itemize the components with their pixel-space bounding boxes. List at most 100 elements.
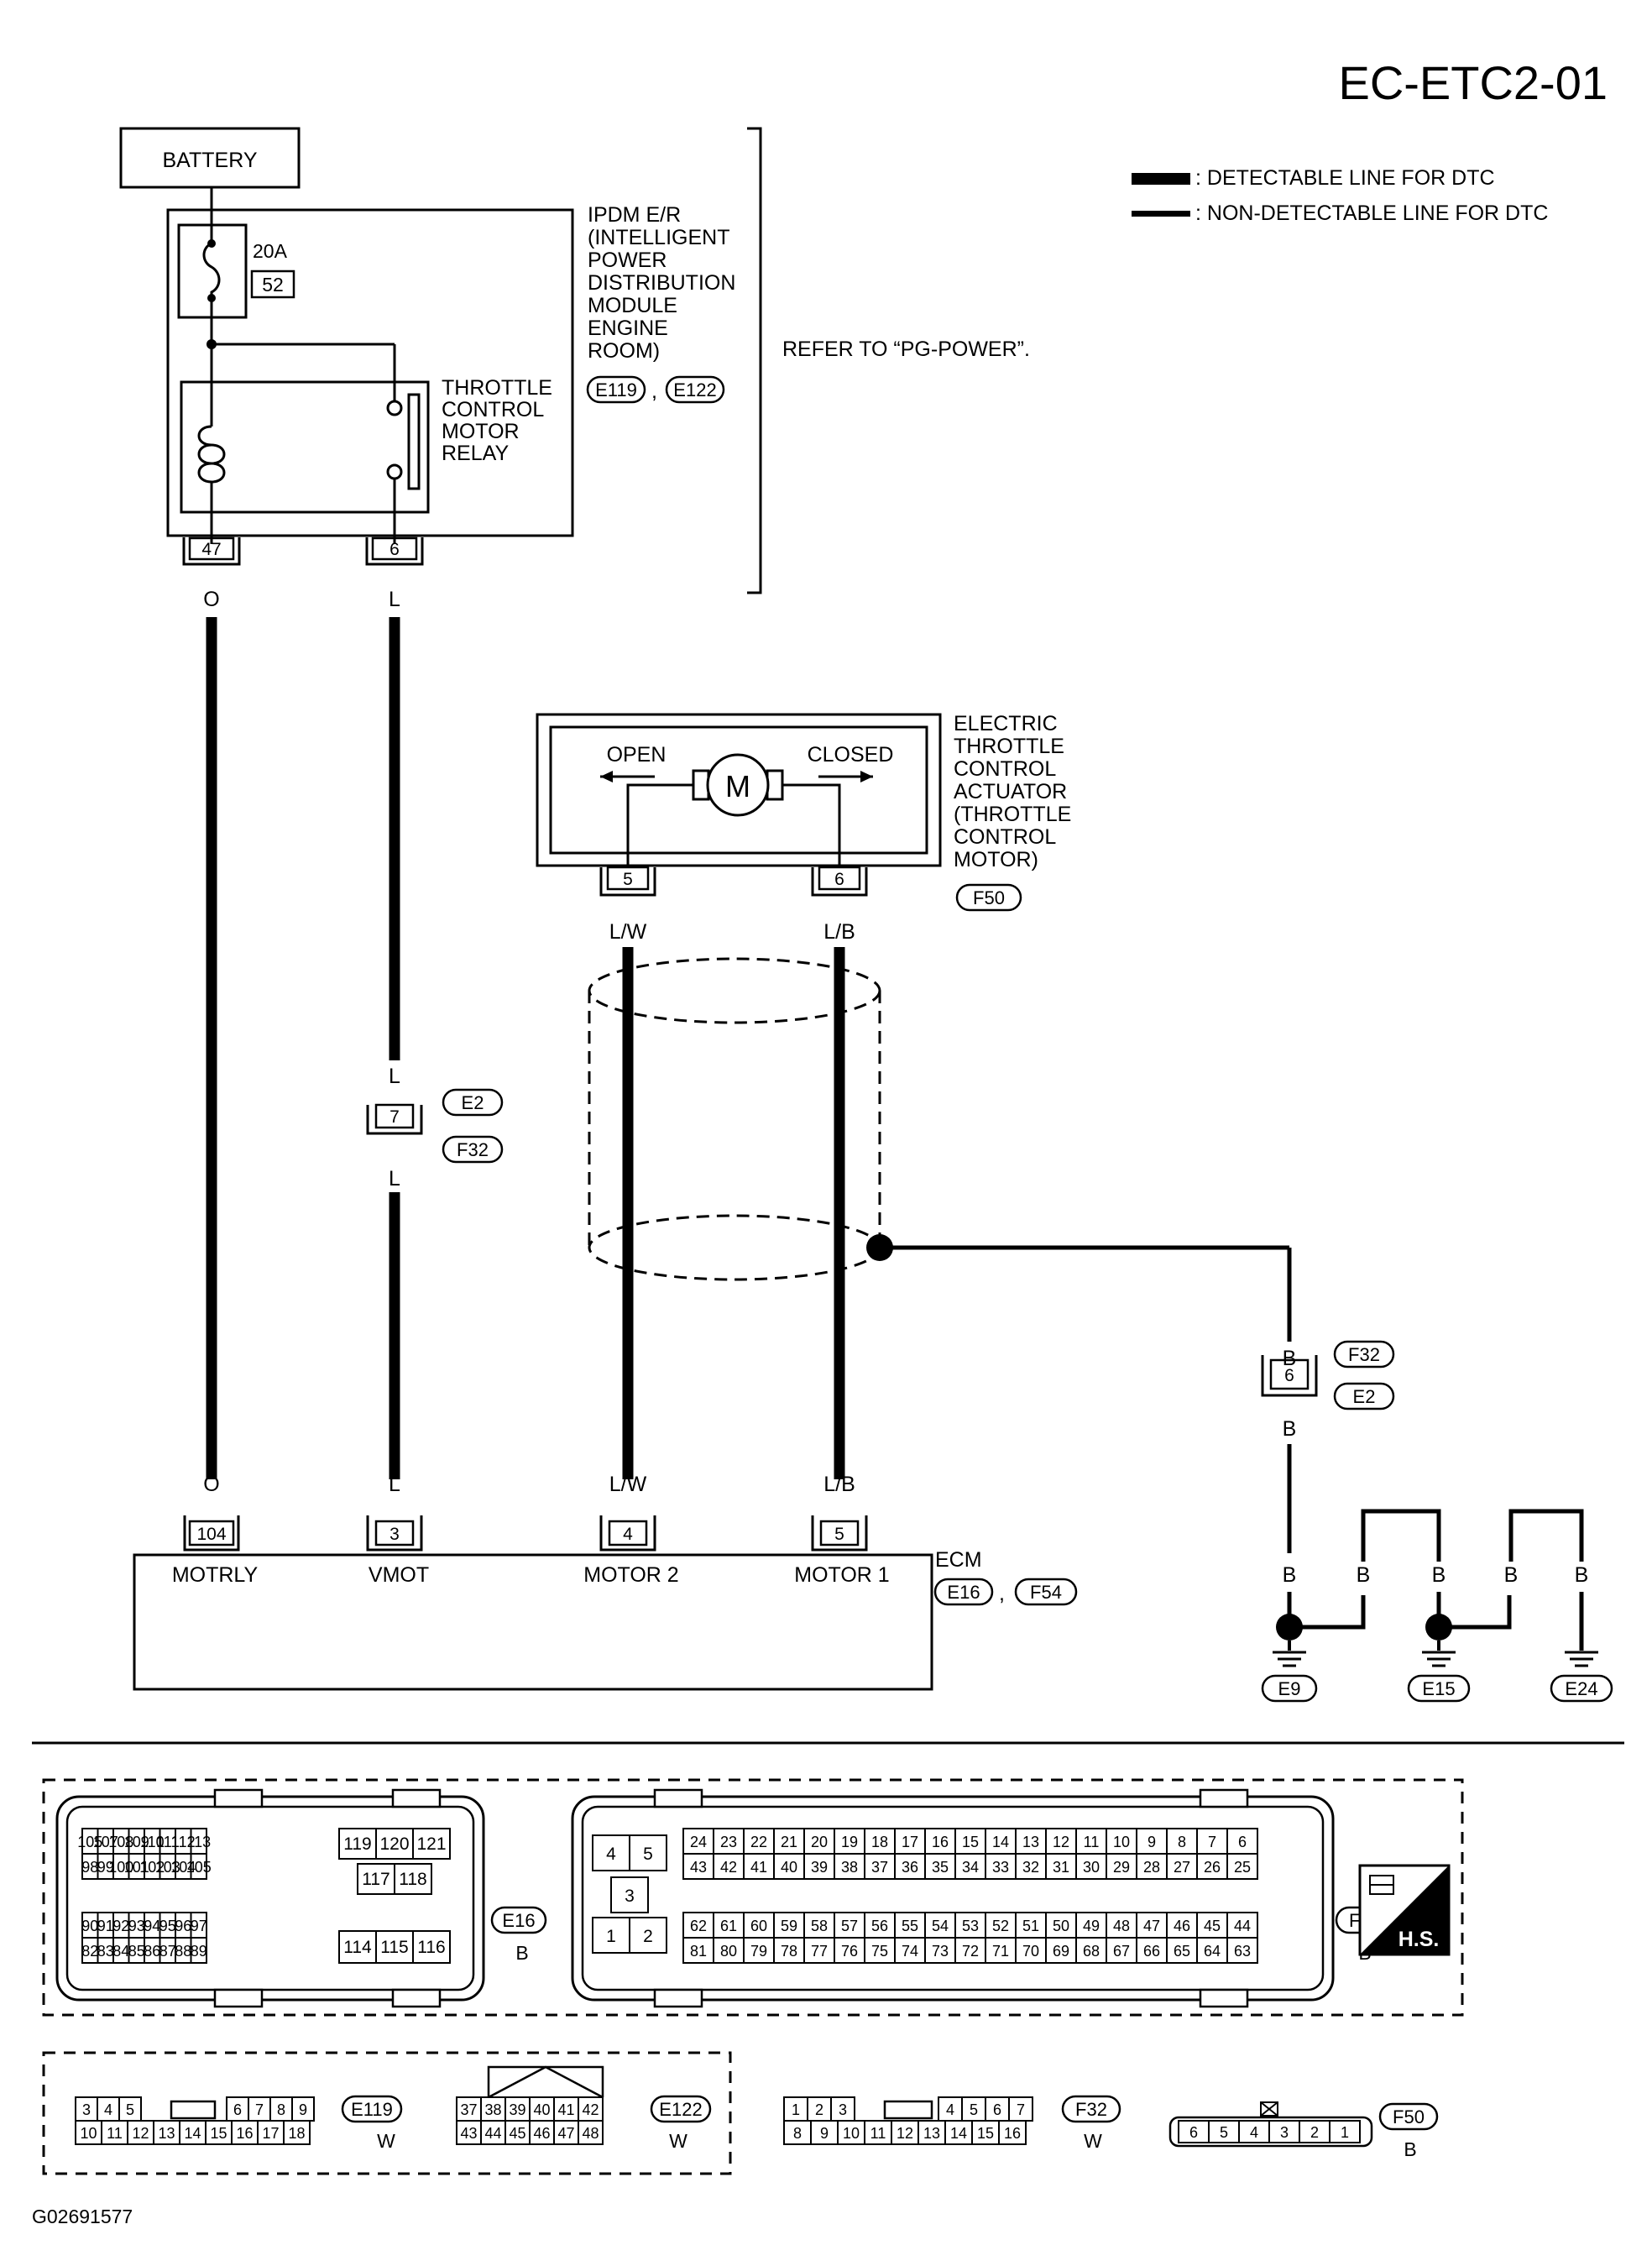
terminal-number: 54 <box>932 1918 949 1934</box>
connector-tag-label: F50 <box>1393 2106 1425 2127</box>
terminal-number: 40 <box>533 2101 550 2118</box>
terminal-cavity <box>394 1863 432 1895</box>
connector-tag-label: E2 <box>462 1092 484 1113</box>
pin-housing <box>599 1515 656 1552</box>
separator-comma: , <box>999 1582 1005 1605</box>
pin-box <box>374 1103 415 1129</box>
terminal-number: 11 <box>1084 1834 1100 1850</box>
terminal-number: 49 <box>1083 1918 1100 1934</box>
motor-label: M <box>725 769 750 803</box>
ground-wire <box>1508 1509 1584 1562</box>
wire-color-l: L <box>389 1065 400 1088</box>
connector-tag-label: F32 <box>1348 1344 1380 1365</box>
terminal-number: 1 <box>1341 2124 1349 2141</box>
terminal-number: 12 <box>1053 1834 1069 1850</box>
actuator-label-7: MOTOR) <box>954 848 1038 871</box>
ground-network: B B B B B E9 E15 <box>1261 1509 1613 1703</box>
terminal-number: 79 <box>750 1943 767 1960</box>
connector-tag-label: E119 <box>351 2099 393 2120</box>
terminal-number: 32 <box>1022 1859 1039 1876</box>
terminal-number: 93 <box>128 1918 145 1934</box>
terminal-number: 7 <box>255 2101 264 2118</box>
pin-box <box>819 1520 860 1546</box>
e16-latch <box>391 1788 442 1808</box>
joint-connector-7: 7 E2 F32 <box>366 1088 504 1164</box>
ipdm-label-5: MODULE <box>588 294 677 317</box>
f54-latch <box>653 1788 703 1808</box>
wire-color-lw: L/W <box>609 1473 647 1496</box>
ecm-terminal-label: MOTRLY <box>172 1563 259 1587</box>
connector-tag <box>955 883 1022 912</box>
page-id: EC-ETC2-01 <box>1338 56 1608 109</box>
actuator-pin-5: 5 <box>599 866 656 897</box>
relay-box <box>180 380 430 514</box>
terminal-number: 42 <box>720 1859 737 1876</box>
terminal-number: 80 <box>720 1943 737 1960</box>
ground-wire <box>1361 1509 1441 1562</box>
terminal-number: 118 <box>399 1870 426 1889</box>
terminal-number: 16 <box>236 2125 253 2142</box>
connector-tag <box>341 2095 403 2123</box>
terminal-number: 37 <box>871 1859 888 1876</box>
terminal-number: 117 <box>362 1870 389 1889</box>
ipdm-label-1: IPDM E/R <box>588 203 681 227</box>
terminal-number: 62 <box>690 1918 707 1934</box>
legend-detectable-label: : DETECTABLE LINE FOR DTC <box>1195 166 1495 190</box>
terminal-number: 90 <box>81 1918 98 1934</box>
pin-housing <box>811 1515 868 1552</box>
wire-color-l: L <box>389 588 400 611</box>
terminal-number: 89 <box>191 1943 207 1960</box>
terminal-number: 7 <box>1017 2101 1025 2118</box>
pin-number: 4 <box>623 1525 633 1544</box>
terminal-number: 107 <box>93 1834 118 1850</box>
terminal-number: 13 <box>158 2125 175 2142</box>
connector-tag-label: F32 <box>1075 2099 1107 2120</box>
connector-tag-label: E122 <box>673 379 716 400</box>
terminal-number: 4 <box>946 2101 954 2118</box>
terminal-number: 46 <box>1174 1918 1190 1934</box>
terminal-number: 18 <box>288 2125 305 2142</box>
terminal-number: 73 <box>932 1943 949 1960</box>
terminal-number: 102 <box>139 1859 165 1876</box>
ecm-terminal-label: MOTOR 1 <box>794 1563 889 1587</box>
terminal-number: 1 <box>606 1927 616 1946</box>
terminal-number: 22 <box>750 1834 767 1850</box>
terminal-cavity <box>610 1876 649 1913</box>
terminal-number: 78 <box>781 1943 797 1960</box>
terminal-number: 57 <box>841 1918 858 1934</box>
terminal-number: 31 <box>1053 1859 1069 1876</box>
ipdm-bracket <box>747 127 762 594</box>
terminal-number: 88 <box>175 1943 191 1960</box>
terminal-number: 9 <box>820 2125 829 2142</box>
connector-tag <box>665 375 725 404</box>
terminal-number: 24 <box>690 1834 707 1850</box>
connector-tag <box>442 1135 504 1164</box>
terminal-number: 113 <box>186 1834 211 1850</box>
terminal-number: 37 <box>460 2101 477 2118</box>
actuator-label-6: CONTROL <box>954 825 1056 849</box>
pin-box <box>1269 1358 1310 1390</box>
f54-housing <box>571 1795 1335 2002</box>
connector-tag-label: E122 <box>659 2099 702 2120</box>
terminal-number: 63 <box>1234 1943 1251 1960</box>
terminal-number: 45 <box>1204 1918 1221 1934</box>
connector-tag <box>1333 1340 1395 1368</box>
pin-box <box>606 866 650 891</box>
terminal-number: 3 <box>1280 2124 1289 2141</box>
terminal-number: 8 <box>1178 1834 1186 1850</box>
terminal-number: 14 <box>184 2125 201 2142</box>
terminal-number: 59 <box>781 1918 797 1934</box>
terminal-number: 52 <box>992 1918 1009 1934</box>
terminal-cavity <box>629 1834 667 1871</box>
ground-symbol-icon <box>1422 1651 1456 1667</box>
terminal-number: 46 <box>533 2125 550 2142</box>
terminal-number: 61 <box>720 1918 737 1934</box>
terminal-number: 26 <box>1204 1859 1221 1876</box>
ipdm-label-7: ROOM) <box>588 339 660 363</box>
fuse-rating: 20A <box>253 240 288 262</box>
f54-housing-inner <box>581 1805 1325 1991</box>
terminal-number: 104 <box>170 1859 196 1876</box>
terminal-number: 21 <box>781 1834 797 1850</box>
hs-badge-fill <box>1360 1866 1449 1955</box>
